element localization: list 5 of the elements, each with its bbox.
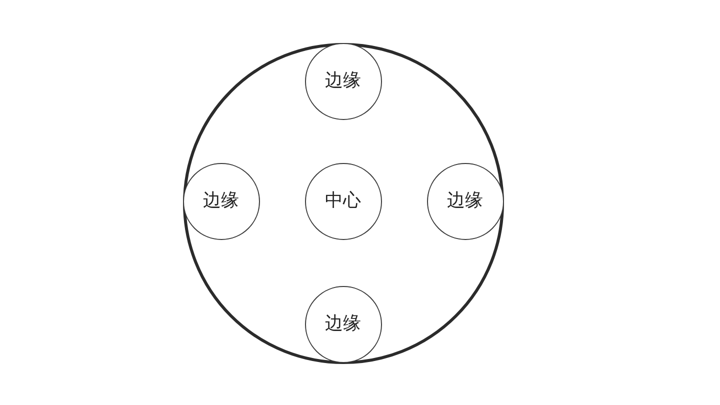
node-label: 边缘 [203, 191, 239, 211]
node-label: 中心 [325, 191, 361, 211]
node-label: 边缘 [447, 191, 483, 211]
node-label: 边缘 [325, 71, 361, 91]
node-label: 边缘 [325, 314, 361, 334]
